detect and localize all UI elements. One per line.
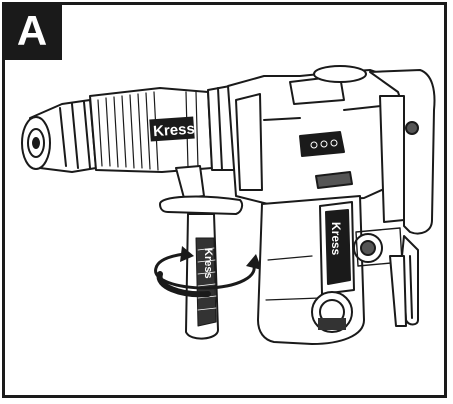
front-barrel: Kress [89, 87, 213, 173]
circular-arrow-icon [154, 246, 262, 298]
chuck [21, 99, 97, 173]
side-handle: Kress [159, 165, 244, 340]
barrel-logo-plate [149, 116, 195, 142]
power-cord [389, 255, 407, 327]
motor-logo-text: Kress [329, 222, 343, 256]
motor-body: Kress [257, 195, 403, 345]
barrel-logo-text: Kress [153, 120, 196, 140]
panel-label: A [2, 2, 62, 60]
gear-housing [227, 65, 405, 205]
handle-logo-text: Kress [202, 248, 214, 279]
